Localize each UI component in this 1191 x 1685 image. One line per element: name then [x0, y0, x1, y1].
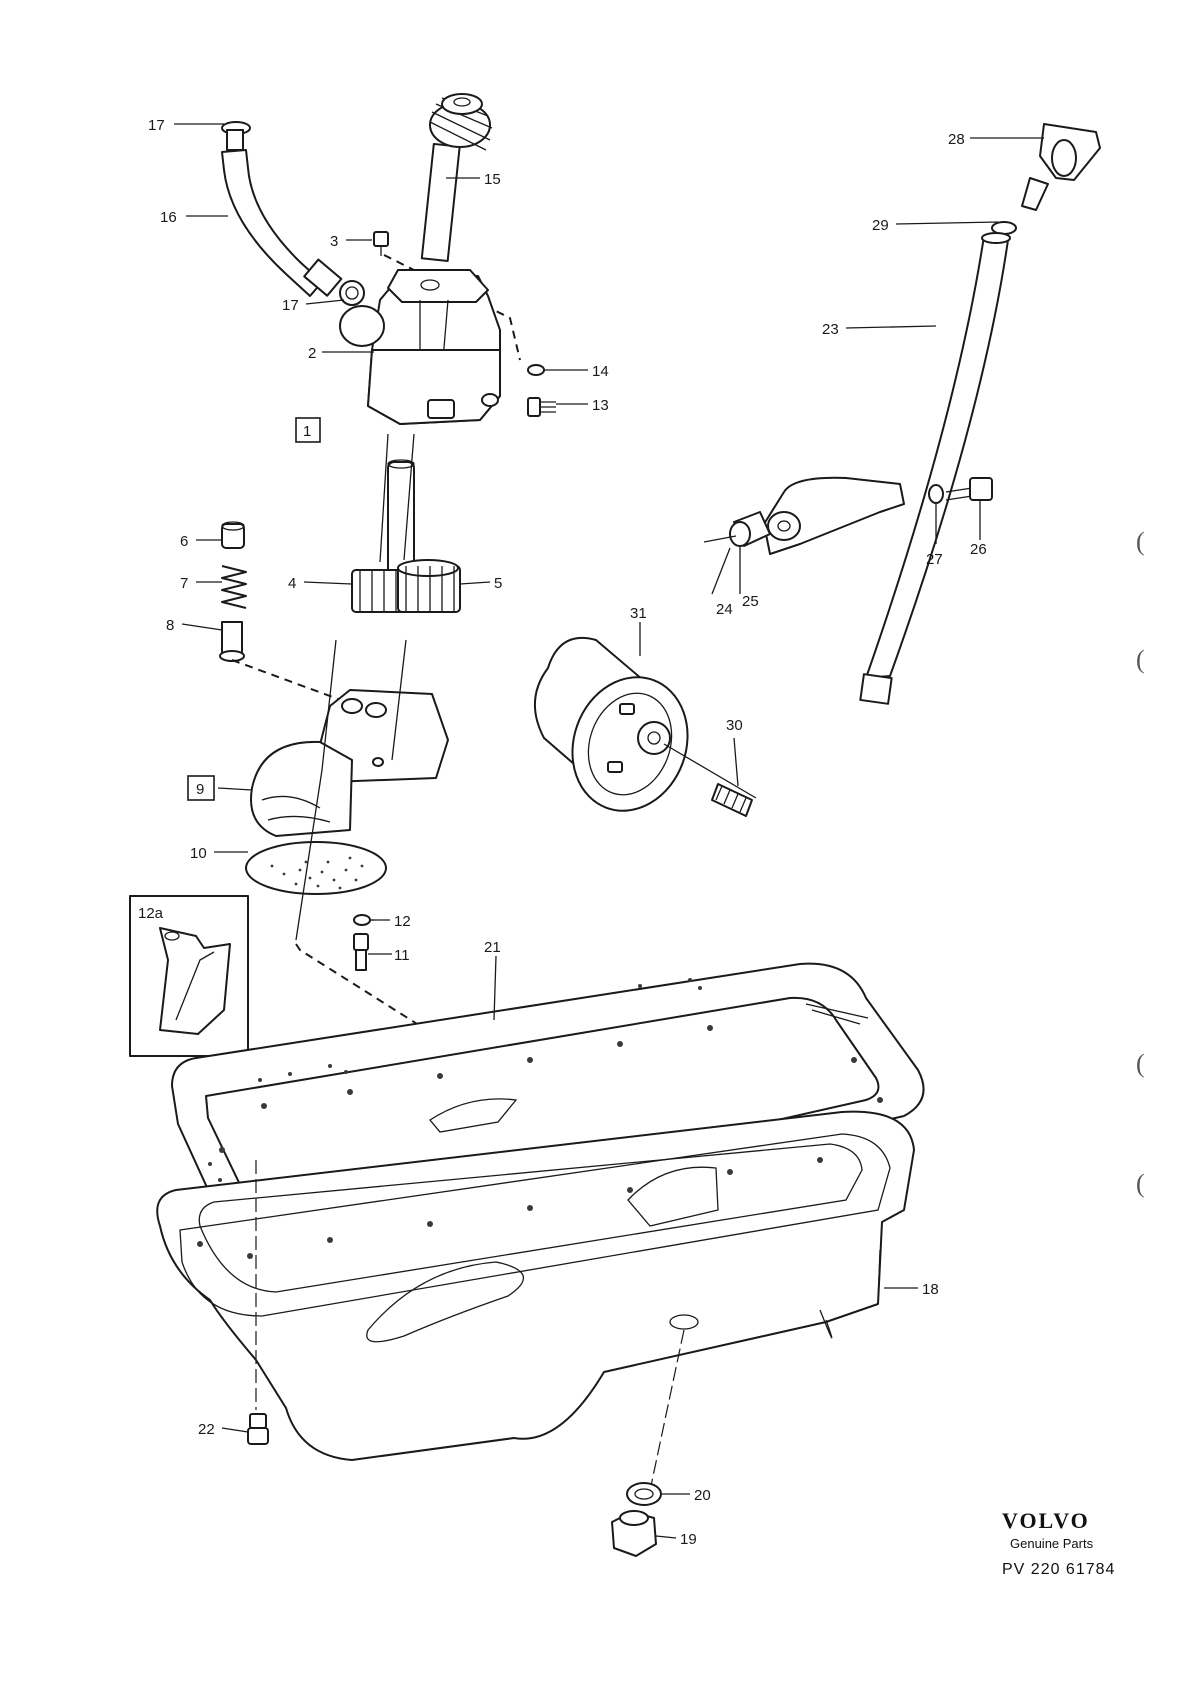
callout-27: 27 [926, 551, 943, 568]
callout-1-box: 1 [295, 417, 321, 443]
callout-28: 28 [948, 131, 965, 148]
relief-valve-piston [221, 521, 245, 549]
strainer-screen [245, 841, 387, 895]
callout-2: 2 [308, 345, 316, 362]
margin-mark: ( [1136, 645, 1145, 674]
callout-12: 12 [394, 913, 411, 930]
callout-30: 30 [726, 717, 743, 734]
callout-18: 18 [922, 1281, 939, 1298]
callout-17-top: 17 [148, 117, 165, 134]
margin-mark: ( [1136, 527, 1145, 556]
bolt-13 [527, 397, 556, 417]
svg-text:9: 9 [196, 781, 204, 798]
washer-14 [527, 364, 545, 376]
washer-27 [928, 484, 944, 504]
callout-4: 4 [288, 575, 296, 592]
margin-mark: ( [1136, 1049, 1145, 1078]
callout-14: 14 [592, 363, 609, 380]
callout-8: 8 [166, 617, 174, 634]
callout-17-side: 17 [282, 297, 299, 314]
leader-lines [174, 123, 1044, 1539]
callout-9-box: 9 [187, 775, 215, 801]
callout-31: 31 [630, 605, 647, 622]
drain-plug-22 [247, 1413, 269, 1445]
drive-gear-shaft [420, 93, 493, 263]
part-code: PV 220 61784 [1002, 1561, 1115, 1578]
callout-7: 7 [180, 575, 188, 592]
washer-12 [353, 914, 371, 926]
inset-box-12a [129, 895, 249, 1057]
callout-25: 25 [742, 593, 759, 610]
brand-logo: VOLVO [1002, 1508, 1090, 1533]
oil-filter [533, 636, 757, 812]
oil-pan [156, 1098, 915, 1501]
drain-plug-19 [611, 1510, 657, 1557]
margin-marks: ( ( ( ( [1136, 527, 1145, 1198]
pump-housing [339, 269, 501, 425]
brand-subtitle: Genuine Parts [1010, 1536, 1094, 1551]
callout-19: 19 [680, 1531, 697, 1548]
oil-pump-assembly [219, 93, 681, 1191]
callout-16: 16 [160, 209, 177, 226]
callout-12a: 12a [138, 905, 164, 922]
callout-5: 5 [494, 575, 502, 592]
callout-13: 13 [592, 397, 609, 414]
relief-valve-plug [219, 621, 245, 662]
dipstick-handle [1021, 123, 1101, 211]
filter-nipple [711, 783, 753, 817]
callout-10: 10 [190, 845, 207, 862]
relief-valve-spring [221, 565, 247, 609]
pump-gear-5 [397, 559, 461, 613]
suction-pipe [221, 121, 365, 306]
callout-15: 15 [484, 171, 501, 188]
callout-24: 24 [716, 601, 733, 618]
callout-23: 23 [822, 321, 839, 338]
drain-washer-20 [626, 1482, 662, 1506]
dipstick-assembly [703, 123, 1101, 705]
callout-3: 3 [330, 233, 338, 250]
callout-20: 20 [694, 1487, 711, 1504]
pump-body-lower [250, 689, 449, 837]
svg-text:1: 1 [303, 423, 311, 440]
callout-21: 21 [484, 939, 501, 956]
brand-block: VOLVO Genuine Parts PV 220 61784 [1002, 1508, 1115, 1578]
callout-11: 11 [394, 947, 410, 964]
bolt-3 [373, 231, 389, 256]
bracket-bush [729, 511, 771, 547]
callout-22: 22 [198, 1421, 215, 1438]
bolt-11 [353, 933, 369, 971]
bolt-26 [945, 477, 993, 501]
callout-29: 29 [872, 217, 889, 234]
callout-6: 6 [180, 533, 188, 550]
dipstick-tube [859, 232, 1011, 705]
margin-mark: ( [1136, 1169, 1145, 1198]
callout-labels: 17 16 15 3 17 2 14 13 1 6 7 8 4 5 9 10 1… [138, 117, 987, 1548]
callout-26: 26 [970, 541, 987, 558]
tube-bracket [763, 476, 905, 555]
